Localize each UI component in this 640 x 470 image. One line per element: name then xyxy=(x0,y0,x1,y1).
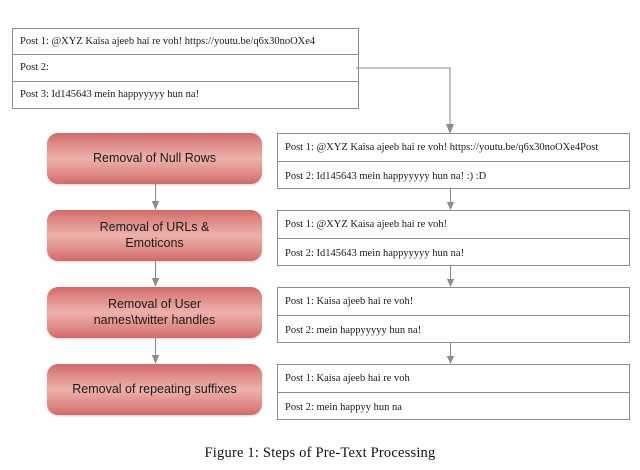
process-step-label: Removal of Null Rows xyxy=(93,150,216,165)
connector-output1-to-output2-arrow xyxy=(446,189,455,210)
process-step-label: Removal of repeating suffixes xyxy=(72,381,237,396)
connector-step1-to-step2-arrow xyxy=(151,184,160,210)
table-row: Post 1: @XYZ Kaisa ajeeb hai re voh! htt… xyxy=(278,134,629,162)
after-null-row-removal-table: Post 1: @XYZ Kaisa ajeeb hai re voh! htt… xyxy=(277,133,630,189)
connector-output3-to-output4-arrow xyxy=(446,343,455,364)
table-row: Post 1: @XYZ Kaisa ajeeb hai re voh! htt… xyxy=(13,29,358,56)
table-row: Post 1: @XYZ Kaisa ajeeb hai re voh! xyxy=(278,211,629,239)
table-row: Post 1: Kaisa ajeeb hai re voh! xyxy=(278,288,629,316)
process-step-label: Removal of URLs &Emoticons xyxy=(99,219,210,250)
process-step-removal-of-urls-emoticons[interactable]: Removal of URLs &Emoticons xyxy=(47,210,262,261)
table-row: Post 3: Id145643 mein happyyyyy hun na! xyxy=(20,89,200,101)
raw-input-posts-table: Post 1: @XYZ Kaisa ajeeb hai re voh! htt… xyxy=(12,28,359,109)
connector-output2-to-output3-arrow xyxy=(446,266,455,287)
after-username-removal-table: Post 1: Kaisa ajeeb hai re voh! Post 2: … xyxy=(277,287,630,343)
table-row: Post 1: Kaisa ajeeb hai re voh xyxy=(278,365,629,393)
connector-step3-to-step4-arrow xyxy=(151,338,160,364)
table-row: Post 2: mein happyy hun na xyxy=(285,401,402,413)
connector-source-to-output-1-arrow xyxy=(356,67,454,134)
table-row: Post 2: xyxy=(13,55,358,82)
figure-caption: Figure 1: Steps of Pre-Text Processing xyxy=(204,445,436,461)
after-url-emoticon-removal-table: Post 1: @XYZ Kaisa ajeeb hai re voh! Pos… xyxy=(277,210,630,266)
table-row: Post 2: Id145643 mein happyyyyy hun na! … xyxy=(285,170,487,182)
after-repeating-suffix-removal-table: Post 1: Kaisa ajeeb hai re voh Post 2: m… xyxy=(277,364,630,420)
table-row: Post 2: mein happyyyyy hun na! xyxy=(285,324,422,336)
table-row: Post 2: Id145643 mein happyyyyy hun na! xyxy=(285,247,465,259)
process-step-removal-of-null-rows[interactable]: Removal of Null Rows xyxy=(47,133,262,184)
process-step-removal-of-repeating-suffixes[interactable]: Removal of repeating suffixes xyxy=(47,364,262,415)
connector-step2-to-step3-arrow xyxy=(151,261,160,287)
